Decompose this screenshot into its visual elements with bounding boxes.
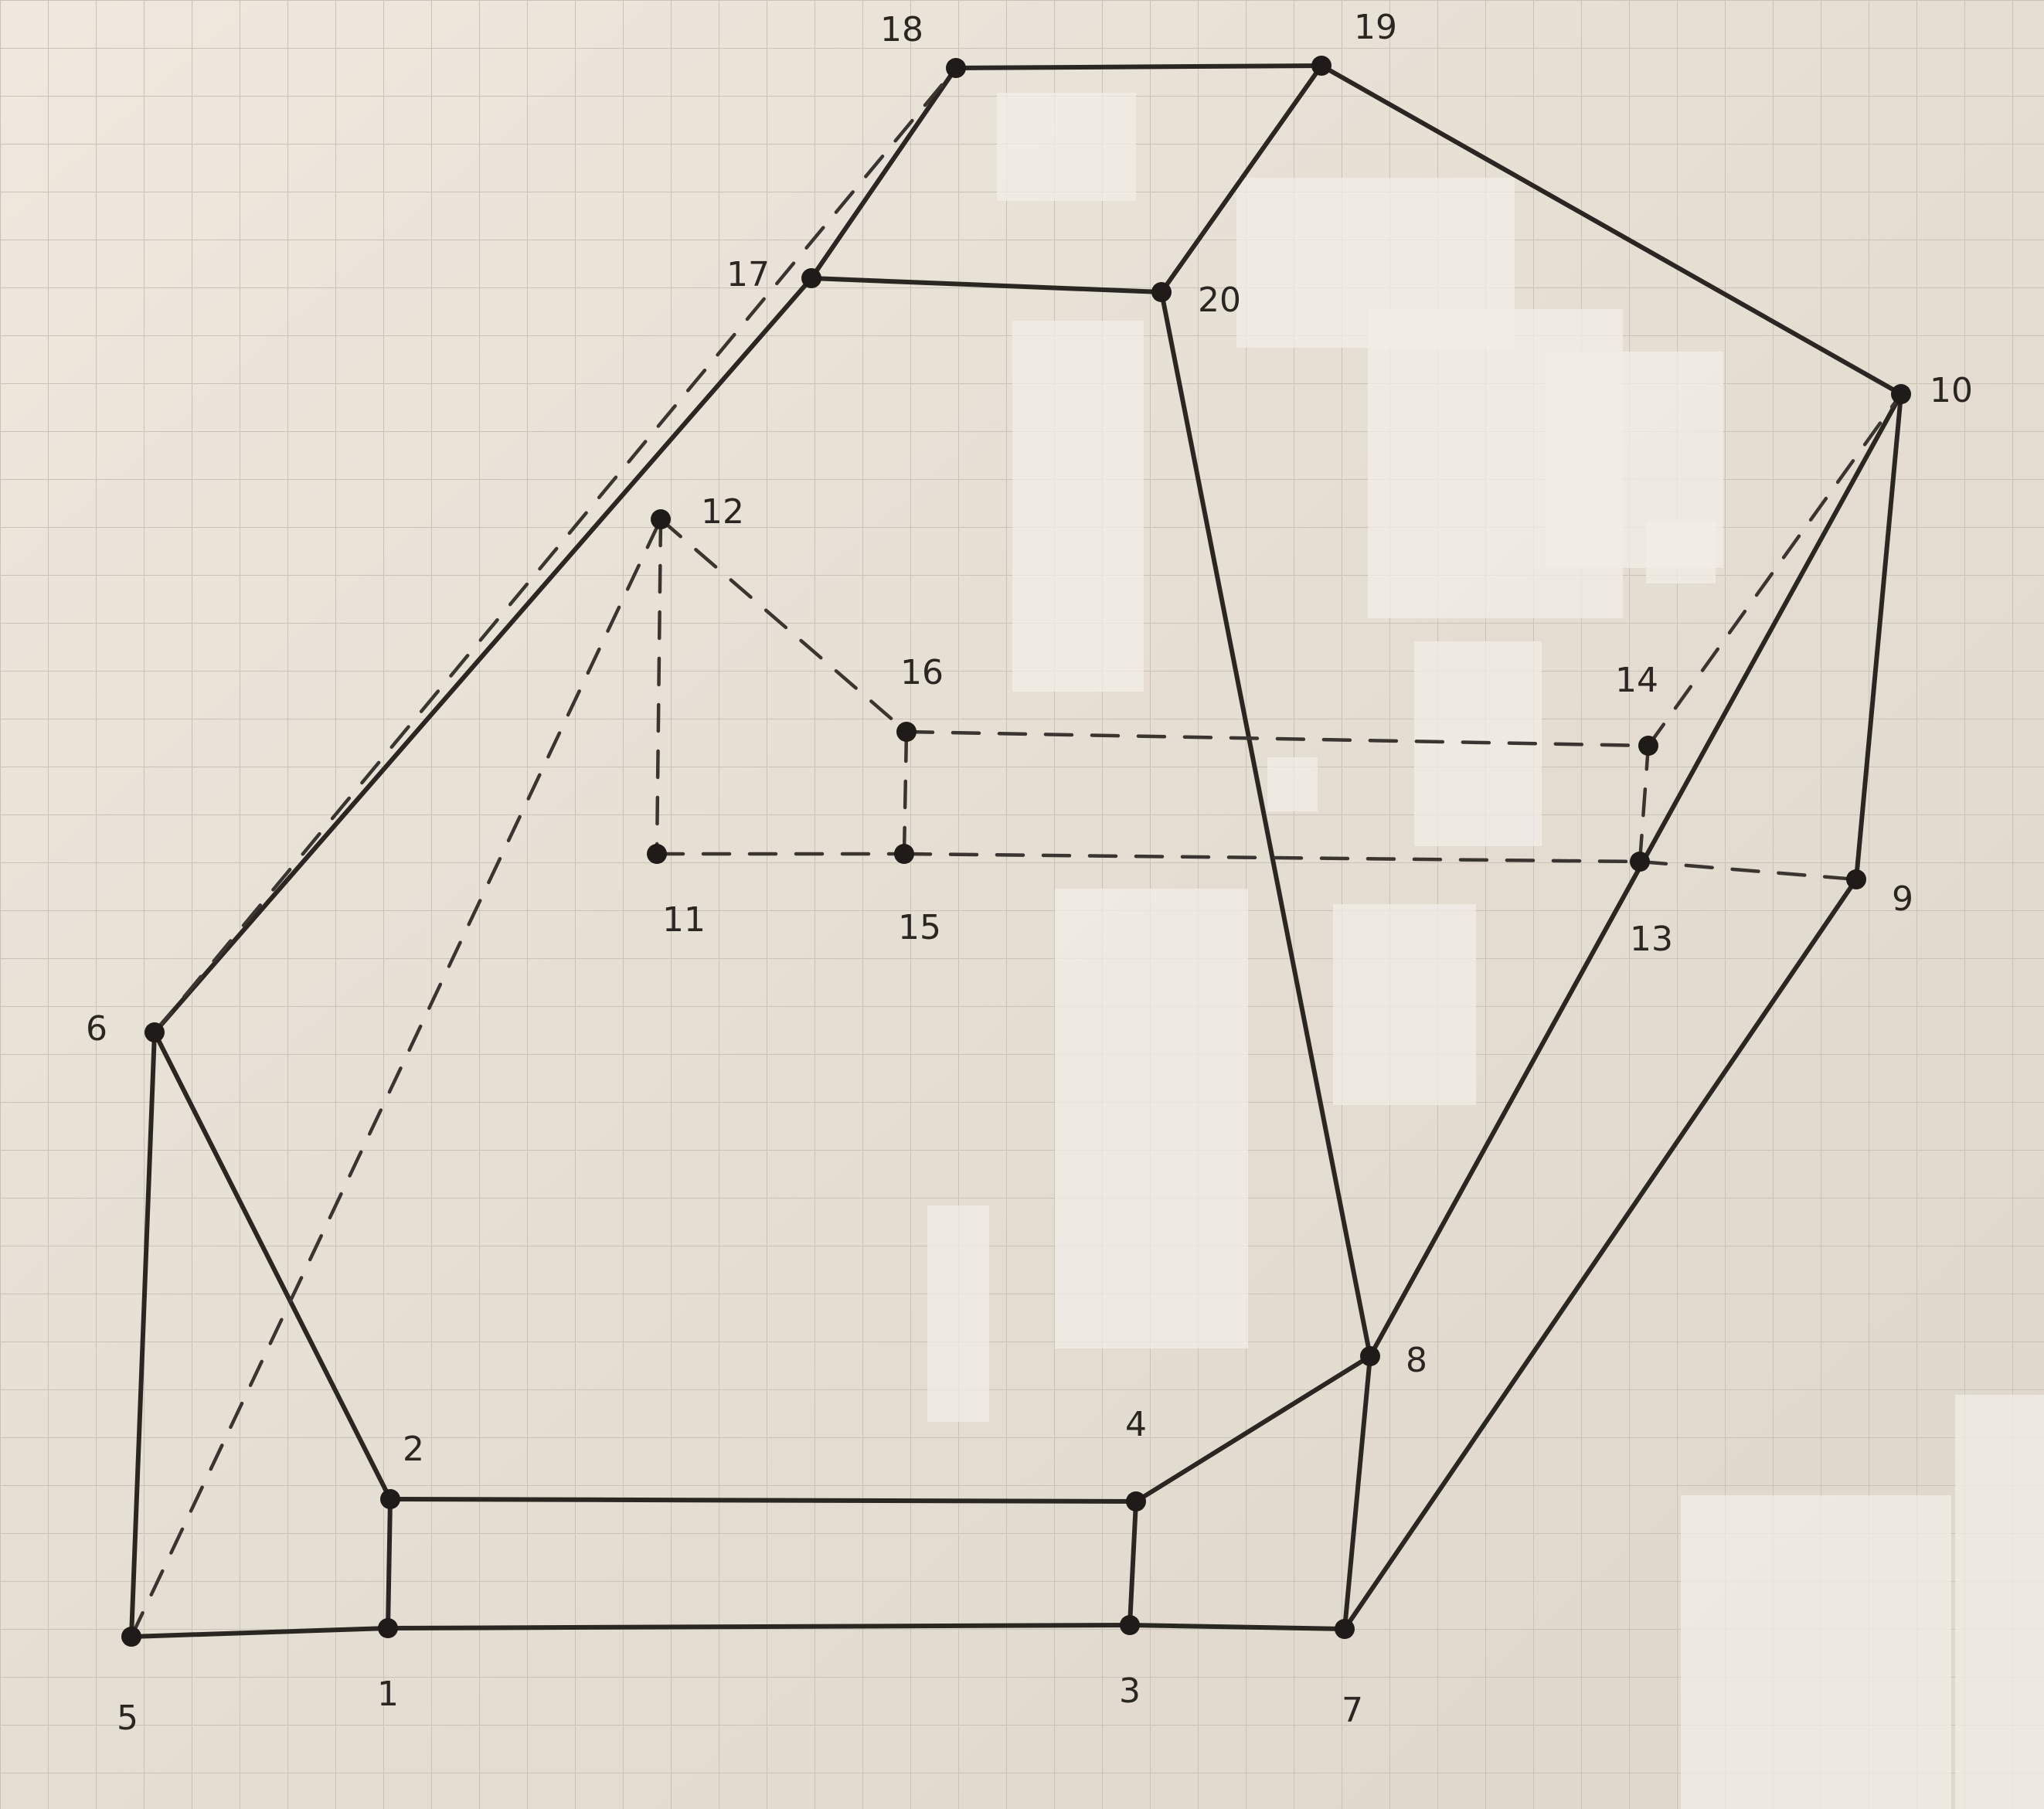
vertex-label-16: 16 <box>900 653 944 692</box>
edge-15-13-hidden <box>902 852 1642 864</box>
vertex-11 <box>647 844 667 864</box>
edge-2-1 <box>386 1497 393 1630</box>
paper-patch <box>1955 1395 2044 1809</box>
vertex-20 <box>1151 282 1172 302</box>
edge-1-3 <box>386 1623 1132 1630</box>
vertex-group <box>121 56 1911 1647</box>
edge-6-2 <box>152 1030 393 1501</box>
vertex-4 <box>1126 1491 1146 1511</box>
vertex-label-7: 7 <box>1342 1691 1363 1730</box>
vertex-label-10: 10 <box>1930 371 1973 410</box>
edge-15-16-hidden <box>902 729 909 856</box>
vertex-1 <box>378 1618 398 1638</box>
vertex-label-13: 13 <box>1630 920 1673 959</box>
paper-patch <box>997 93 1136 201</box>
edge-19-18 <box>954 63 1324 70</box>
edge-9-10 <box>1854 392 1903 882</box>
vertex-label-9: 9 <box>1892 879 1913 919</box>
paper-patch <box>1681 1495 1951 1809</box>
edge-13-14-hidden <box>1638 743 1651 864</box>
edge-6-18-hidden <box>152 66 958 1035</box>
edge-12-16-hidden <box>658 517 909 734</box>
paper-patch <box>1012 321 1144 692</box>
vertex-label-11: 11 <box>662 900 706 940</box>
vertex-8 <box>1360 1346 1380 1366</box>
edge-14-10-hidden <box>1646 392 1903 748</box>
vertex-label-6: 6 <box>86 1009 107 1049</box>
edge-4-8 <box>1134 1354 1372 1504</box>
vertex-13 <box>1630 852 1650 872</box>
paper-patch <box>1267 757 1318 811</box>
vertex-3 <box>1120 1615 1140 1635</box>
edge-3-7 <box>1127 1623 1347 1631</box>
edge-5-1 <box>129 1626 390 1639</box>
edge-8-10 <box>1368 392 1903 1358</box>
vertex-14 <box>1638 736 1658 756</box>
vertex-17 <box>801 268 821 288</box>
edge-12-11-hidden <box>655 517 663 856</box>
vertex-label-20: 20 <box>1198 281 1241 320</box>
vertex-10 <box>1891 384 1911 404</box>
vertex-label-5: 5 <box>117 1698 138 1738</box>
edge-8-7 <box>1342 1354 1372 1631</box>
edge-10-19 <box>1319 63 1903 396</box>
edge-2-4 <box>388 1497 1138 1504</box>
edge-18-17 <box>809 66 958 281</box>
vertex-label-3: 3 <box>1119 1671 1141 1711</box>
edge-5-6 <box>129 1030 157 1639</box>
paper-patch <box>1646 522 1716 583</box>
edge-16-14-hidden <box>904 729 1651 748</box>
edge-17-6 <box>152 276 814 1035</box>
vertex-19 <box>1311 56 1331 76</box>
edge-20-8 <box>1159 290 1372 1358</box>
edge-17-20 <box>809 276 1164 294</box>
vertex-5 <box>121 1627 141 1647</box>
vertex-2 <box>380 1489 400 1509</box>
vertex-7 <box>1335 1619 1355 1639</box>
vertex-16 <box>896 722 917 742</box>
edge-5-12-hidden <box>129 517 663 1639</box>
vertex-label-18: 18 <box>880 10 923 49</box>
edge-4-3 <box>1127 1499 1138 1627</box>
paper-patch <box>927 1205 989 1422</box>
vertex-label-2: 2 <box>403 1430 424 1469</box>
edge-20-19 <box>1159 63 1324 294</box>
paper-patch <box>1055 889 1248 1348</box>
edge-group <box>129 63 1903 1639</box>
edge-7-9 <box>1342 877 1859 1631</box>
vertex-label-17: 17 <box>726 255 770 294</box>
vertex-15 <box>894 844 914 864</box>
vertex-label-14: 14 <box>1615 661 1658 700</box>
vertex-label-19: 19 <box>1354 8 1397 47</box>
vertex-label-1: 1 <box>377 1675 399 1714</box>
vertex-6 <box>145 1022 165 1042</box>
vertex-label-12: 12 <box>701 492 744 532</box>
edge-13-9-hidden <box>1638 859 1859 882</box>
vertex-9 <box>1846 869 1866 889</box>
vertex-18 <box>946 58 966 78</box>
vertex-12 <box>651 509 671 529</box>
paper-patch <box>1333 904 1476 1105</box>
vertex-label-8: 8 <box>1406 1341 1427 1380</box>
vertex-label-4: 4 <box>1125 1405 1147 1444</box>
paper-patches <box>927 93 2044 1809</box>
vertex-label-15: 15 <box>898 908 941 947</box>
